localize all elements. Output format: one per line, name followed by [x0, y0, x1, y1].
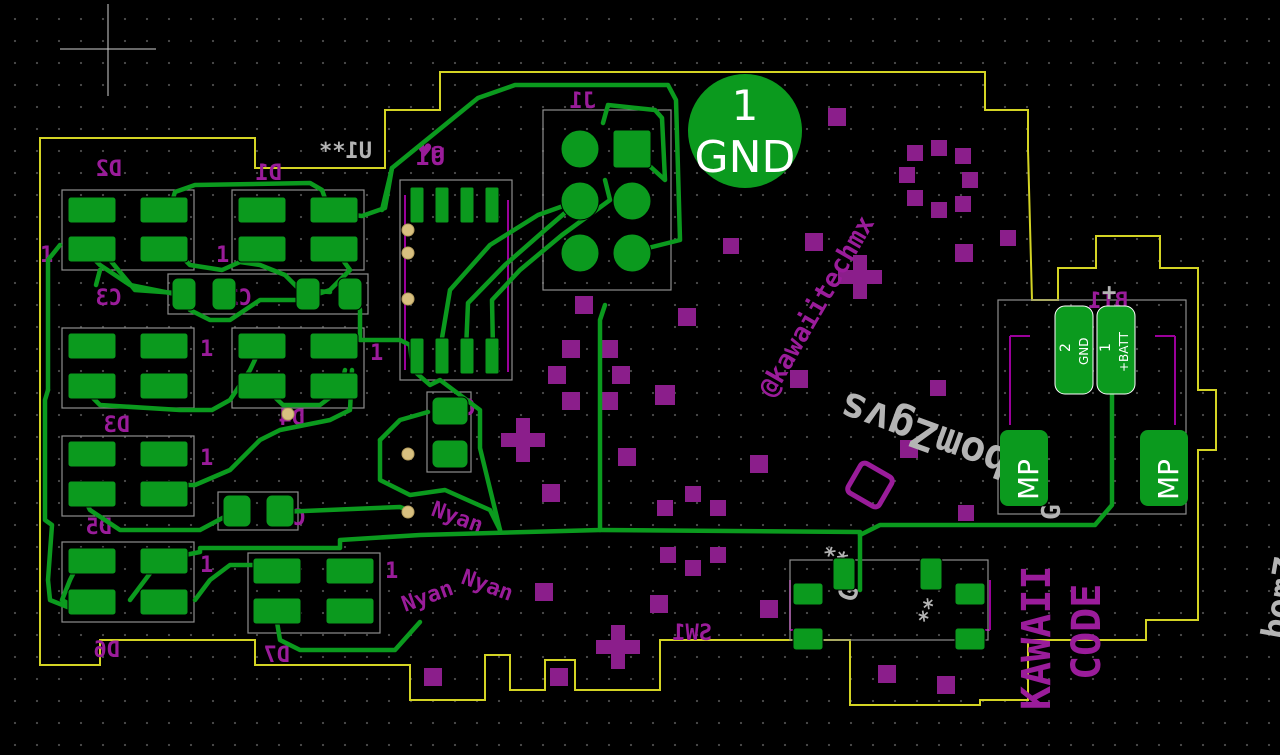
text-stars-2: ** [914, 595, 947, 628]
label-pin1-d3: 1 [200, 337, 213, 362]
text-nyan-3: Nyan [399, 576, 457, 618]
battery-pad-1-name: +BATT [1117, 331, 1131, 372]
gnd-pad-number: 1 [732, 81, 759, 130]
gnd-pad[interactable]: 1 GND [688, 74, 802, 188]
text-kawaii: KAWAII [1014, 566, 1060, 711]
battery-pad-2-name: GND [1077, 337, 1091, 365]
courtyards [61, 109, 1187, 641]
label-pin1-d1: 1 [216, 243, 229, 268]
mp-pad-right: MP [1152, 459, 1185, 500]
label-pin1-d6: 1 [200, 553, 213, 578]
text-brand-side-1: bomZgvs [1254, 494, 1280, 642]
gnd-pad-name: GND [695, 132, 796, 183]
battery-pad-1-number: 1 [1098, 343, 1114, 352]
label-pin1-d7: 1 [385, 559, 398, 584]
text-g-2: G [1037, 504, 1067, 520]
label-sw1: SW1 [672, 621, 712, 646]
label-j1: J1 [570, 89, 597, 114]
crosshair-cursor-icon [60, 4, 156, 96]
label-pin1-d5: 1 [200, 446, 213, 471]
board-outline[interactable] [39, 71, 1217, 706]
label-c3: C3 [96, 286, 123, 311]
label-u1: U1 [416, 143, 445, 171]
text-u1-ref: U1** [319, 139, 372, 164]
label-d3: D3 [104, 413, 131, 438]
label-d5: D5 [86, 515, 113, 540]
mp-pad-left: MP [1012, 459, 1045, 500]
vias [281, 223, 415, 519]
battery-pad-2-number: 2 [1058, 343, 1074, 352]
text-brand-main: bomZgvs [833, 381, 1016, 488]
text-code: CODE [1064, 584, 1110, 680]
label-d6: D6 [94, 638, 121, 663]
text-nyan-2: Nyan [458, 565, 516, 607]
label-d2: D2 [96, 157, 123, 182]
text-plus-bt1: + [1102, 278, 1116, 306]
label-pin1-d4: 1 [370, 341, 383, 366]
camera-icon [845, 460, 895, 510]
battery-connector[interactable]: 2 GND 1 +BATT [1054, 305, 1136, 395]
mounting-pads[interactable]: MP MP [1000, 430, 1188, 506]
label-d7: D7 [264, 643, 291, 668]
back-copper-pads [424, 108, 1016, 694]
front-copper-pads [67, 129, 986, 651]
